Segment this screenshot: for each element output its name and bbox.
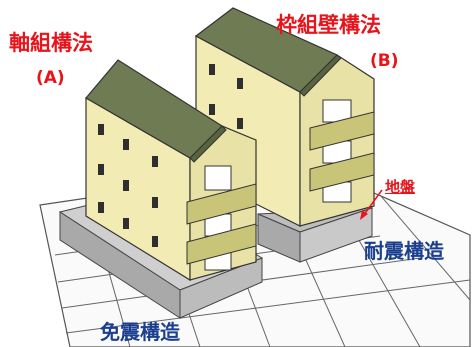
building-a-title: 軸組構法 [9, 31, 93, 55]
building-a-code: (A) [36, 68, 65, 88]
seismic-isolation-label: 免震構造 [100, 320, 180, 344]
pointer-arrow [360, 189, 383, 220]
building-b-code: (B) [370, 51, 399, 71]
seismic-structure-label: 耐震構造 [364, 239, 444, 263]
building-b [194, 7, 375, 263]
building-a [58, 59, 264, 319]
building-b-title: 枠組壁構法 [276, 13, 381, 37]
ground-label: 地盤 [385, 178, 416, 196]
